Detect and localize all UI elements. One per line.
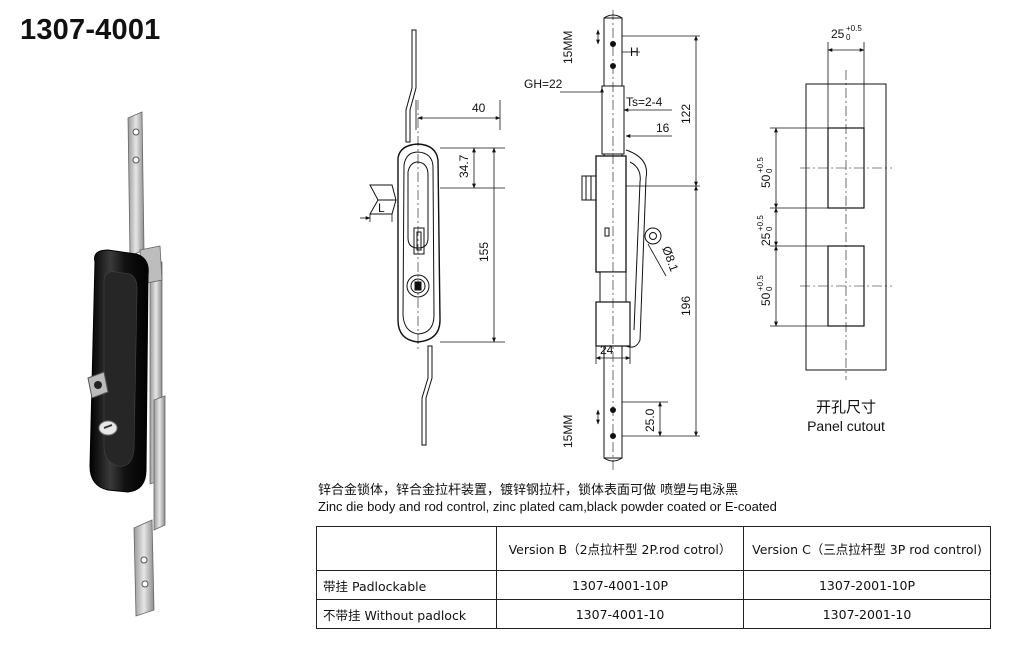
svg-text:25: 25 [759, 232, 773, 246]
dim-15mm-top: 15MM [561, 31, 575, 64]
table-row: 带挂 Padlockable 1307-4001-10P 1307-2001-1… [316, 570, 991, 600]
table-cell: 1307-2001-10 [743, 599, 991, 629]
svg-text:0: 0 [765, 168, 774, 173]
table-cell: 1307-2001-10P [743, 570, 991, 600]
table-cell: 1307-4001-10 [496, 599, 744, 629]
side-view-drawing [581, 10, 662, 470]
caption-chinese: 锌合金锁体，锌合金拉杆装置，镀锌钢拉杆，锁体表面可做 喷塑与电泳黑 [318, 483, 739, 498]
table-header-cell: Version B（2点拉杆型 2P.rod cotrol） [496, 526, 744, 571]
caption-english: Zinc die body and rod control, zinc plat… [318, 499, 777, 514]
table-row-label: 带挂 Padlockable [316, 570, 497, 600]
svg-text:50: 50 [759, 292, 773, 306]
dim-15mm-bottom: 15MM [561, 415, 575, 448]
svg-text:+0.5: +0.5 [846, 24, 862, 33]
svg-text:0: 0 [765, 286, 774, 291]
version-table: Version B（2点拉杆型 2P.rod cotrol） Version C… [316, 526, 991, 629]
front-view-drawing [369, 29, 441, 446]
cutout-height-1-dim: 50 +0.5 0 [756, 157, 774, 188]
dim-34-7: 34.7 [457, 154, 471, 178]
dim-40: 40 [472, 101, 486, 115]
table-header-row: Version B（2点拉杆型 2P.rod cotrol） Version C… [316, 526, 991, 571]
cutout-label-en: Panel cutout [807, 418, 885, 434]
svg-text:+0.5: +0.5 [756, 157, 765, 173]
table-row: 不带挂 Without padlock 1307-4001-10 1307-20… [316, 599, 991, 629]
cutout-gap-dim: 25 +0.5 0 [756, 215, 774, 246]
dim-122: 122 [679, 104, 693, 124]
dim-25-0: 25.0 [643, 408, 657, 432]
panel-cutout-drawing [800, 70, 892, 380]
table-header-cell [316, 526, 497, 571]
dim-155: 155 [477, 242, 491, 262]
dim-GH-22: GH=22 [524, 77, 563, 91]
dim-H: H [630, 45, 639, 59]
svg-text:50: 50 [759, 174, 773, 188]
table-cell: 1307-4001-10P [496, 570, 744, 600]
cutout-width-dim: 25 +0.5 0 [831, 24, 862, 42]
product-code-title: 1307-4001 [20, 14, 161, 46]
svg-text:25: 25 [831, 27, 845, 41]
dim-Ts: Ts=2-4 [626, 95, 663, 109]
svg-text:+0.5: +0.5 [756, 215, 765, 231]
cutout-height-2-dim: 50 +0.5 0 [756, 275, 774, 306]
cutout-label-cn: 开孔尺寸 [816, 398, 876, 416]
dim-196: 196 [679, 296, 693, 316]
dim-24: 24 [600, 343, 614, 357]
table-row-label: 不带挂 Without padlock [316, 599, 497, 629]
svg-text:0: 0 [846, 33, 851, 42]
lock-product-render [87, 111, 166, 617]
svg-text:+0.5: +0.5 [756, 275, 765, 291]
dim-L: L [378, 201, 385, 215]
svg-text:0: 0 [765, 226, 774, 231]
table-header-cell: Version C（三点拉杆型 3P rod control) [743, 526, 991, 571]
dim-16: 16 [656, 121, 670, 135]
